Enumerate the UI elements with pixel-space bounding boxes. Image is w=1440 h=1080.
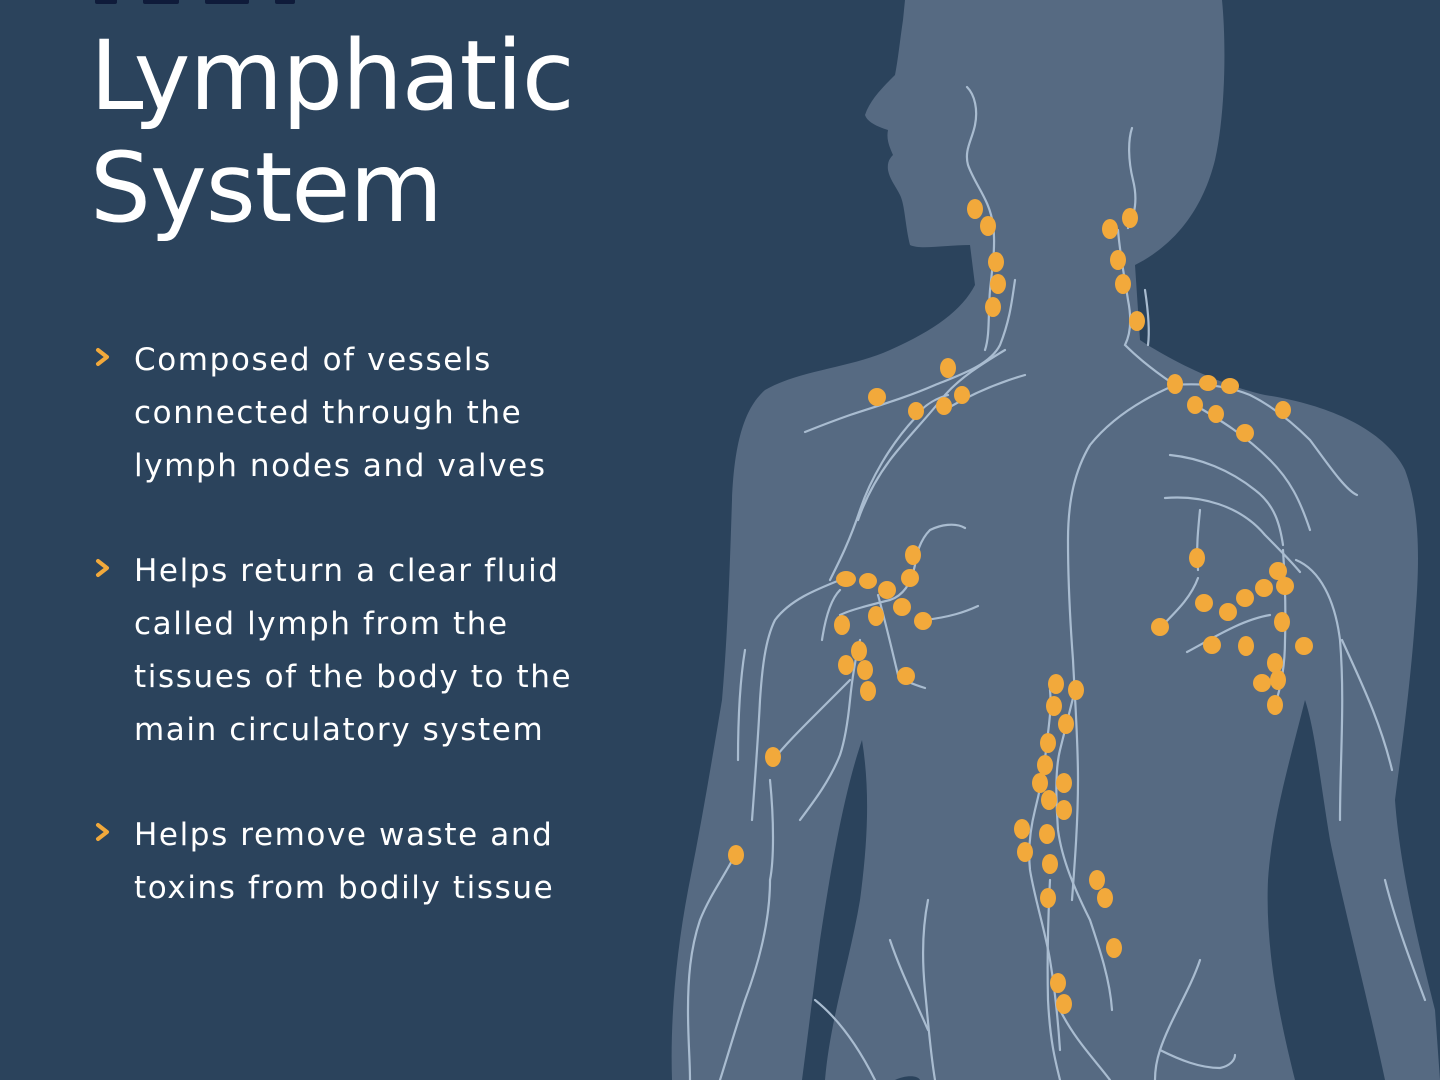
lymph-node [868,606,884,626]
lymph-node [1187,396,1203,414]
lymph-node [990,274,1006,294]
lymph-node [1203,636,1221,654]
lymph-node [868,388,886,406]
lymph-node [834,615,850,635]
lymph-node [914,612,932,630]
lymph-node [1106,938,1122,958]
lymph-node [1295,637,1313,655]
lymph-node [1040,733,1056,753]
fact-list: Composed of vessels connected through th… [90,334,650,967]
lymph-node [1267,695,1283,715]
lymph-node [836,571,856,587]
lymph-node [765,747,781,767]
lymph-node [1115,274,1131,294]
lymph-node [1151,618,1169,636]
lymph-node [728,845,744,865]
lymph-node [1032,773,1048,793]
lymph-node [1219,603,1237,621]
title-line-2: System [90,132,443,244]
lymph-node [1236,424,1254,442]
lymph-node [1208,405,1224,423]
lymph-node [1167,374,1183,394]
lymph-node [1040,888,1056,908]
lymph-node [1110,250,1126,270]
lymph-node [1189,548,1205,568]
lymph-node [901,569,919,587]
lymph-node [1102,219,1118,239]
lymph-node [905,545,921,565]
fact-text: Helps remove waste and toxins from bodil… [134,817,555,906]
chevron-right-icon [96,348,109,366]
lymph-nodes [728,199,1313,1014]
fact-text: Composed of vessels connected through th… [134,342,547,484]
lymph-node [1236,589,1254,607]
lymph-node [1058,714,1074,734]
title-line-1: Lymphatic [90,20,575,132]
chevron-right-icon [96,559,109,577]
lymph-node [1122,208,1138,228]
lymph-node [1046,696,1062,716]
lymph-node [878,581,896,599]
lymph-node [967,199,983,219]
lymph-node [1238,636,1254,656]
lymph-node [1056,800,1072,820]
lymph-node [936,397,952,415]
lymph-node [1270,670,1286,690]
lymph-node [1089,870,1105,890]
lymph-node [985,297,1001,317]
lymph-node [897,667,915,685]
lymph-node [1255,579,1273,597]
lymph-node [980,216,996,236]
lymph-node [1014,819,1030,839]
lymph-node [1195,594,1213,612]
lymph-node [1037,755,1053,775]
body-silhouette [671,0,1440,1080]
fact-item: Helps remove waste and toxins from bodil… [90,809,650,915]
lymph-node [859,573,877,589]
lymph-node [1199,375,1217,391]
lymph-node [838,655,854,675]
lymph-node [857,660,873,680]
lymph-node [1269,562,1287,580]
lymph-node [1253,674,1271,692]
lymph-node [940,358,956,378]
lymph-node [1017,842,1033,862]
lymph-node [1274,612,1290,632]
lymph-node [1039,824,1055,844]
lymph-node [1276,577,1294,595]
lymph-node [1221,378,1239,394]
lymph-node [1068,680,1084,700]
lymph-node [1050,973,1066,993]
fact-text: Helps return a clear fluid called lymph … [134,553,573,748]
chevron-right-icon [96,823,109,841]
fact-item: Composed of vessels connected through th… [90,334,650,493]
lymph-node [1267,653,1283,673]
lymph-node [1056,994,1072,1014]
lymph-node [1275,401,1291,419]
lymph-node [1097,888,1113,908]
lymph-node [1041,790,1057,810]
page-title: Lymphatic System [90,20,575,244]
lymph-node [988,252,1004,272]
fact-item: Helps return a clear fluid called lymph … [90,545,650,757]
lymph-node [1042,854,1058,874]
lymph-node [1056,773,1072,793]
lymph-node [1129,311,1145,331]
lymph-node [860,681,876,701]
cut-off-header-text [95,0,295,4]
lymph-node [954,386,970,404]
lymph-node [893,598,911,616]
lymph-node [851,641,867,661]
lymph-node [1048,674,1064,694]
lymph-node [908,402,924,420]
